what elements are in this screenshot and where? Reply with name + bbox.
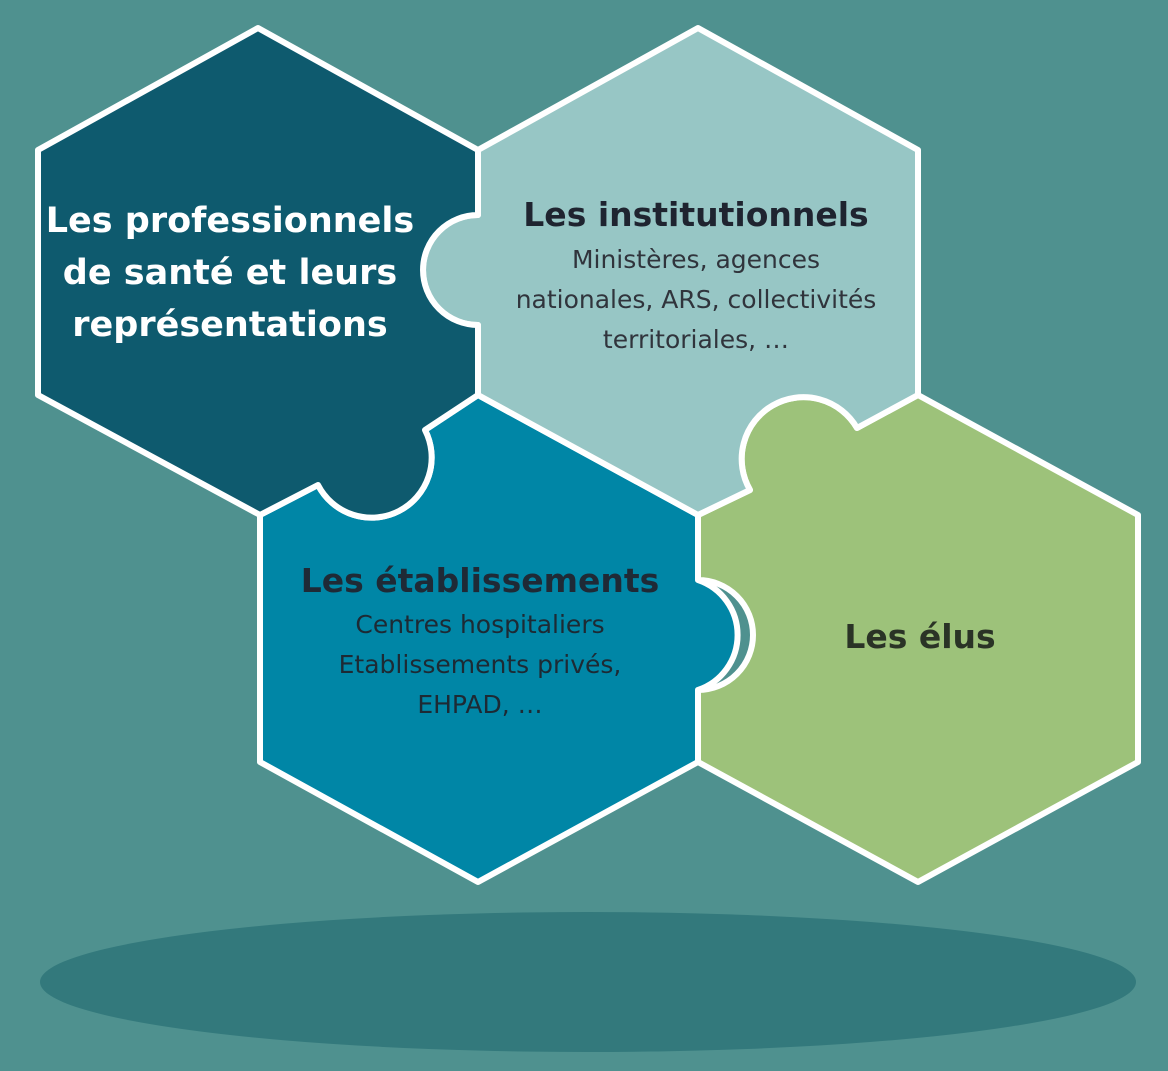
- piece-etablissements-line-3: EHPAD, …: [417, 690, 543, 719]
- piece-institutionnels-line-3: territoriales, …: [602, 325, 790, 354]
- piece-institutionnels-title: Les institutionnels: [523, 195, 869, 234]
- piece-professionnels-title: Les professionnels de santé et leurs rep…: [45, 201, 415, 345]
- floor-shadow: [40, 912, 1136, 1052]
- piece-professionnels: Les professionnels de santé et leurs rep…: [40, 195, 420, 351]
- piece-elus: Les élus: [720, 612, 1120, 662]
- piece-etablissements-line-1: Centres hospitaliers: [355, 610, 605, 639]
- piece-elus-title: Les élus: [844, 617, 996, 656]
- piece-institutionnels-line-2: nationales, ARS, collectivités: [515, 285, 877, 314]
- piece-etablissements-title: Les établissements: [300, 561, 660, 600]
- piece-etablissements-line-2: Etablissements privés,: [338, 650, 622, 679]
- piece-etablissements: Les établissements Centres hospitaliers …: [270, 557, 690, 725]
- piece-professionnels-shape: [35, 25, 481, 521]
- piece-institutionnels: Les institutionnels Ministères, agences …: [486, 190, 906, 360]
- piece-institutionnels-line-1: Ministères, agences: [571, 245, 821, 274]
